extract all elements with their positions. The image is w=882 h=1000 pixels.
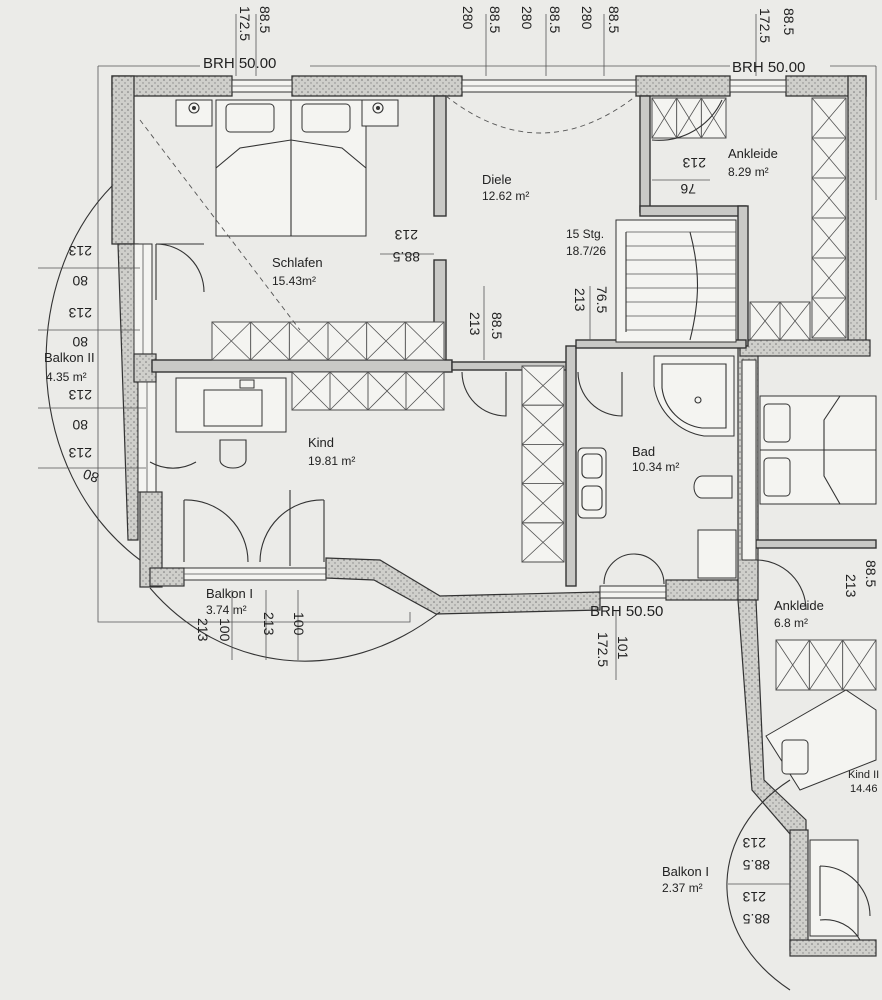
bottom-dimensions: 213 100 213 100 101 172.5 [195, 612, 631, 660]
room-kind-area: 19.81 m² [308, 454, 355, 468]
room-ankleide-right-name: Ankleide [774, 598, 824, 613]
dim-stairs-76-5: 76.5 [594, 286, 610, 313]
dim-bottom-213-a: 213 [195, 618, 211, 642]
room-diele-name: Diele [482, 172, 512, 187]
brh-bottom: BRH 50.50 [590, 603, 663, 620]
dim-right-88-5: 88.5 [863, 560, 879, 587]
stairs-steps: 15 Stg. [566, 227, 604, 241]
dim-left-80-c: 80 [72, 417, 88, 433]
inner-dimensions: 213 88.5 213 88.5 213 76.5 213 76 [393, 155, 706, 339]
dim-bad-172-5-visible: 172.5 [595, 632, 611, 667]
dim-schlafen-213: 213 [394, 227, 418, 243]
dim-left-80-b: 80 [72, 334, 88, 350]
wardrobe-ankleide-side [811, 97, 847, 339]
door-swings [149, 95, 871, 941]
room-ankleide-top-name: Ankleide [728, 146, 778, 161]
wardrobe-schlafen [211, 321, 445, 361]
room-balkon-ii-area: 4.35 m² [46, 370, 87, 384]
room-ankleide-top-area: 8.29 m² [728, 165, 769, 179]
dim-top-88-5-d: 88.5 [606, 6, 622, 33]
kind-ii-furniture [765, 689, 877, 937]
left-dimensions: 213 80 213 80 213 80 213 80 [68, 243, 101, 486]
dim-left-213-a: 213 [68, 243, 92, 259]
dim-schlafen-88-5: 88.5 [393, 249, 420, 265]
room-ankleide-right-area: 6.8 m² [774, 616, 808, 630]
room-balkon-bottom-name: Balkon I [206, 586, 253, 601]
brh-top-right: BRH 50.00 [732, 59, 805, 76]
bathroom-fixtures [577, 355, 757, 579]
double-bed-schlafen [175, 99, 399, 237]
dim-top-88-5-e: 88.5 [781, 8, 797, 35]
dashed-guide [139, 119, 301, 331]
right-dimensions: 88.5 213 213 88.5 213 88.5 [742, 560, 879, 927]
dim-left-80-a: 80 [72, 273, 88, 289]
desk-kind [175, 377, 287, 469]
dim-balkon-i-88-5-b: 88.5 [743, 911, 770, 927]
dim-left-80-d: 80 [81, 466, 101, 486]
room-kind-ii-area: 14.46 [850, 783, 878, 795]
dim-top-88-5-c: 88.5 [547, 6, 563, 33]
stairs-ratio: 18.7/26 [566, 244, 606, 258]
room-diele-area: 12.62 m² [482, 189, 529, 203]
room-schlafen-name: Schlafen [272, 255, 323, 270]
dim-top-280-a: 280 [460, 6, 476, 30]
dim-balkon-i-213-a: 213 [742, 835, 766, 851]
brh-top-left: BRH 50.00 [203, 55, 276, 72]
dim-bad-101: 101 [615, 636, 631, 660]
wardrobe-kind-top [291, 371, 445, 411]
dim-ankleide-76: 76 [680, 181, 696, 197]
room-bad-area: 10.34 m² [632, 460, 679, 474]
dim-balkon-i-88-5-a: 88.5 [743, 857, 770, 873]
dim-diele-213: 213 [467, 312, 483, 336]
room-kind-name: Kind [308, 435, 334, 450]
wardrobe-ankleide-right [775, 639, 877, 691]
balcony-outlines [45, 185, 791, 991]
wardrobe-ankleide-bottom [749, 301, 811, 341]
dim-bottom-100-b: 100 [291, 612, 307, 636]
dim-top-280-c: 280 [579, 6, 595, 30]
stair-handrail [625, 231, 698, 341]
room-balkon-ii-name: Balkon II [44, 350, 95, 365]
dim-top-88-5-b: 88.5 [487, 6, 503, 33]
room-balkon-i-name: Balkon I [662, 864, 709, 879]
staircase [615, 219, 737, 343]
dim-left-213-d: 213 [68, 445, 92, 461]
room-balkon-i-area: 2.37 m² [662, 881, 703, 895]
bed-right [759, 395, 877, 505]
dim-balkon-i-213-b: 213 [742, 889, 766, 905]
dim-left-213-b: 213 [68, 305, 92, 321]
dim-top-88-5-a: 88.5 [257, 6, 273, 33]
dim-diele-88-5: 88.5 [489, 312, 505, 339]
room-bad-name: Bad [632, 444, 655, 459]
dimension-lines [38, 14, 790, 885]
dim-ankleide-213: 213 [682, 155, 706, 171]
room-schlafen-area: 15.43m² [272, 274, 316, 288]
dim-top-172-5-b: 172.5 [757, 8, 773, 43]
top-dimensions: 172.5 88.5 280 88.5 280 88.5 280 88.5 17… [237, 6, 797, 43]
dim-stairs-213: 213 [572, 288, 588, 312]
outer-reference-lines [97, 65, 877, 623]
wardrobes [211, 97, 877, 691]
wardrobe-ankleide-top [651, 97, 727, 139]
dim-top-172-5: 172.5 [237, 6, 253, 41]
dim-top-280-b: 280 [519, 6, 535, 30]
room-balkon-bottom-area: 3.74 m² [206, 603, 247, 617]
dim-bottom-100-a: 100 [217, 618, 233, 642]
wardrobe-kind-right [521, 365, 565, 563]
room-kind-ii-name: Kind II [848, 769, 879, 781]
dim-left-213-c: 213 [68, 387, 92, 403]
dim-right-213: 213 [843, 574, 859, 598]
dim-bottom-213-b: 213 [261, 612, 277, 636]
